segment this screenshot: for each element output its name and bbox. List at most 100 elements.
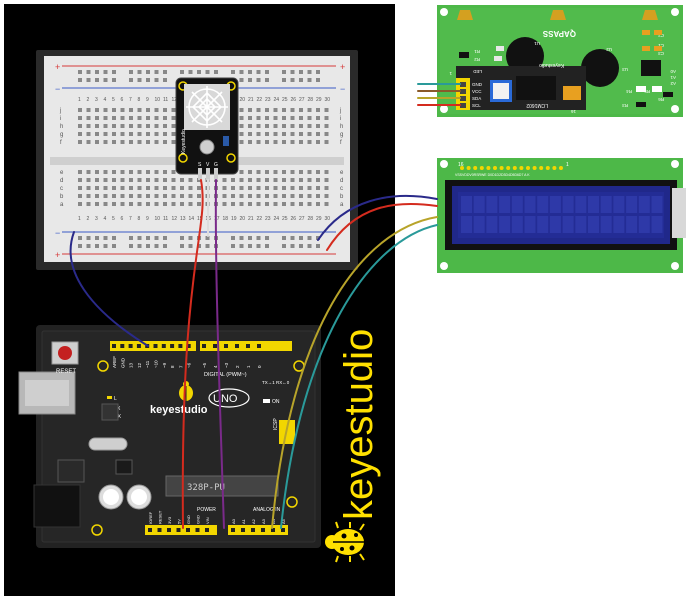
col-number: 4 xyxy=(104,97,107,103)
backpack-component-label: U1 xyxy=(534,41,540,46)
lcd-cell xyxy=(537,196,549,213)
chip-label: 328P-PU xyxy=(187,483,225,493)
col-number: 3 xyxy=(95,216,98,222)
lcd-front: 16 1 VSSVDDV0RSRWE D0D1D2D3D4D5D6D7 A K xyxy=(437,158,686,273)
col-number: 2 xyxy=(87,216,90,222)
breadboard-holes xyxy=(78,70,329,248)
digital-pin-label: 7 xyxy=(178,365,183,368)
backpack-pin-label: SDA xyxy=(472,96,481,101)
col-number: 1 xyxy=(78,216,81,222)
backpack-component-label: C2 xyxy=(658,33,664,38)
digital-pin-label: ~11 xyxy=(145,360,150,368)
row-letter: g xyxy=(60,132,63,138)
col-number: 10 xyxy=(155,216,161,222)
power-pin-label: IOREF xyxy=(148,511,153,524)
row-letter: j xyxy=(59,108,61,114)
row-letter: d xyxy=(340,178,343,184)
digital-pin-label: 1 xyxy=(246,365,251,368)
col-number: 21 xyxy=(248,216,254,222)
lcd-cell xyxy=(588,216,599,233)
digital-pin-label: AREF xyxy=(112,356,117,368)
digital-pin-label: ~5 xyxy=(202,362,207,368)
col-number: 3 xyxy=(95,97,98,103)
col-number: 10 xyxy=(155,97,161,103)
lcd-cell xyxy=(473,196,485,213)
lcd-cell xyxy=(524,216,536,233)
row-letter: h xyxy=(340,124,343,130)
col-number: 22 xyxy=(257,216,263,222)
row-letter: e xyxy=(60,170,64,176)
backpack-component-label: R3 xyxy=(622,103,628,108)
digital-pin-label: ~3 xyxy=(224,362,229,368)
lcd-cell xyxy=(626,196,638,213)
col-number: 29 xyxy=(316,97,322,103)
lcd-cell xyxy=(461,196,472,213)
lcd-cell xyxy=(461,216,472,233)
wire-sensor-red xyxy=(181,179,204,529)
power-pin-label: GND xyxy=(196,515,201,524)
lcd-cell xyxy=(588,196,599,213)
col-number: 7 xyxy=(129,216,132,222)
col-number: 30 xyxy=(325,216,331,222)
backpack-component-label: A2 xyxy=(670,81,676,86)
backpack-component-label: R6 xyxy=(658,97,664,102)
col-number: 26 xyxy=(291,97,297,103)
lcd-backpack: QAPASS Keyestudio LCM1602 GNDVCCSDASCLU1… xyxy=(437,5,683,117)
digital-pin-label: 8 xyxy=(170,365,175,368)
backpack-component-label: R1 xyxy=(474,49,480,54)
lcd-character-cells xyxy=(461,196,663,233)
lcd-cell xyxy=(486,216,498,233)
power-pin-label: 5V xyxy=(177,519,182,524)
backpack-brand: Keyestudio xyxy=(539,62,564,68)
col-number: 9 xyxy=(146,216,149,222)
backpack-component-label: R2 xyxy=(474,57,480,62)
backpack-component-label: C1 xyxy=(658,43,664,48)
analog-pin-label: A0 xyxy=(231,518,236,524)
row-letter: i xyxy=(340,116,341,122)
digital-pin-label: ~10 xyxy=(154,360,159,368)
sensor-pin-s: S xyxy=(198,162,202,168)
power-pin-label: VIN xyxy=(205,517,210,524)
row-letter: f xyxy=(60,140,62,146)
ladybug-icon xyxy=(325,521,365,563)
wire-lcd-red xyxy=(326,203,438,251)
col-number: 21 xyxy=(248,97,254,103)
tx-rx-label: TX→1 RX←0 xyxy=(262,380,290,385)
power-pin-label: GND xyxy=(186,515,191,524)
lcd-pin-16: 16 xyxy=(458,162,464,168)
backpack-pins xyxy=(460,82,466,108)
col-number: 17 xyxy=(214,216,220,222)
col-number: 24 xyxy=(274,97,280,103)
lcd-cell xyxy=(511,196,523,213)
backpack-component-label: R5 xyxy=(644,89,650,94)
breadboard-labels: 1122334455667788991010111112121313141415… xyxy=(59,97,344,222)
col-number: 8 xyxy=(138,97,141,103)
wire-lcd-teal xyxy=(280,224,438,529)
col-number: 20 xyxy=(240,97,246,103)
lcd-cell xyxy=(549,196,561,213)
lcd-cell xyxy=(537,216,549,233)
lcd-cell xyxy=(626,216,638,233)
reset-label: RESET xyxy=(56,369,76,375)
lcd-cell xyxy=(499,216,511,233)
dc-jack xyxy=(33,484,81,528)
digital-pin-label: ~6 xyxy=(187,362,192,368)
lcd-cell xyxy=(511,216,523,233)
col-number: 24 xyxy=(274,216,280,222)
col-number: 25 xyxy=(282,97,288,103)
lcd-cell xyxy=(562,196,574,213)
col-number: 11 xyxy=(163,97,168,103)
backpack-pin-label: GND xyxy=(472,82,483,87)
rail-plus-label-right: + xyxy=(340,62,345,72)
col-number: 14 xyxy=(189,216,195,222)
backpack-pin-label: VCC xyxy=(472,89,482,94)
col-number: 29 xyxy=(316,216,322,222)
led-l-label: L xyxy=(114,396,117,402)
digital-pin-label: 12 xyxy=(137,362,142,368)
col-number: 22 xyxy=(257,97,263,103)
lcd-cell xyxy=(575,196,587,213)
lcd-cell xyxy=(486,196,498,213)
backpack-component-label: LED xyxy=(472,69,482,74)
